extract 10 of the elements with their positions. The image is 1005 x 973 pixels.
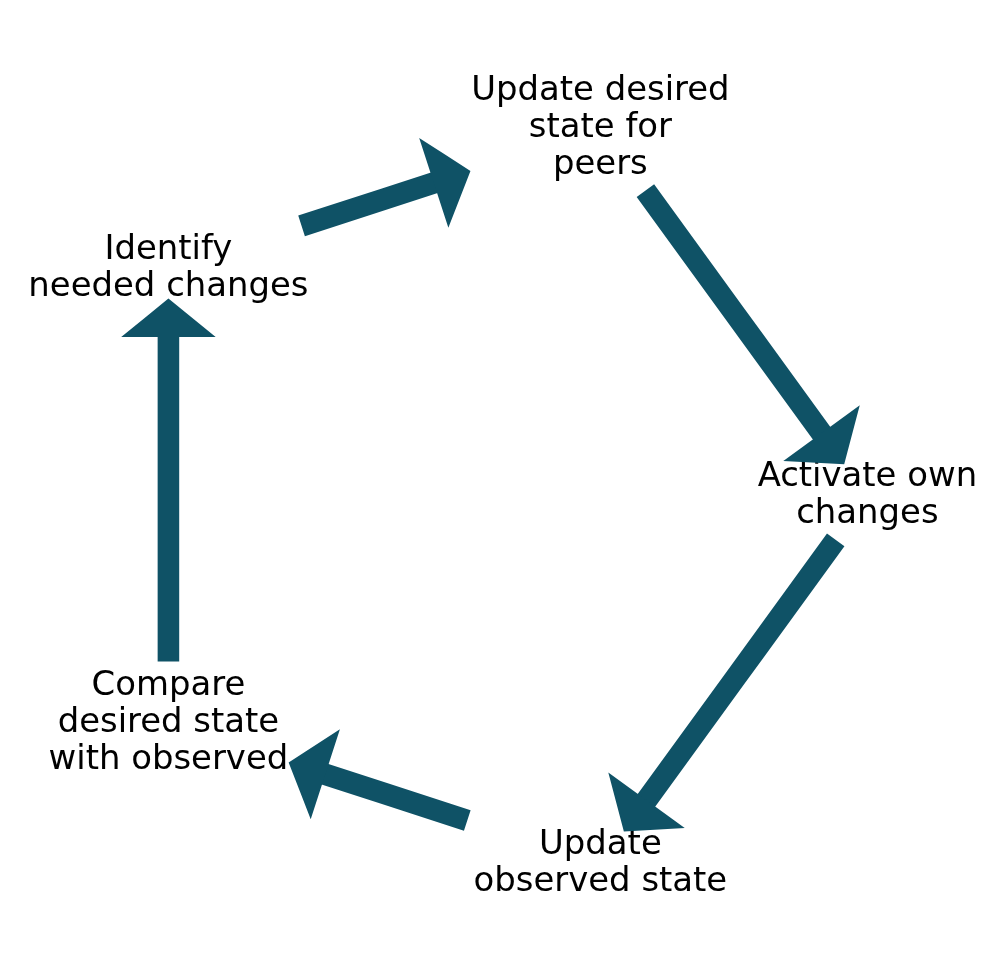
node-text: Identify needed changes bbox=[28, 227, 309, 304]
node-text: Compare desired state with observed bbox=[48, 663, 289, 777]
arrow bbox=[608, 533, 845, 831]
node-text: Activate own changes bbox=[757, 454, 978, 531]
arrow bbox=[298, 137, 471, 236]
arrow bbox=[121, 297, 216, 662]
arrow bbox=[288, 728, 471, 831]
node-text: Update desired state for peers bbox=[471, 68, 730, 182]
node-text: Update observed state bbox=[473, 822, 728, 899]
arrow bbox=[636, 183, 860, 464]
